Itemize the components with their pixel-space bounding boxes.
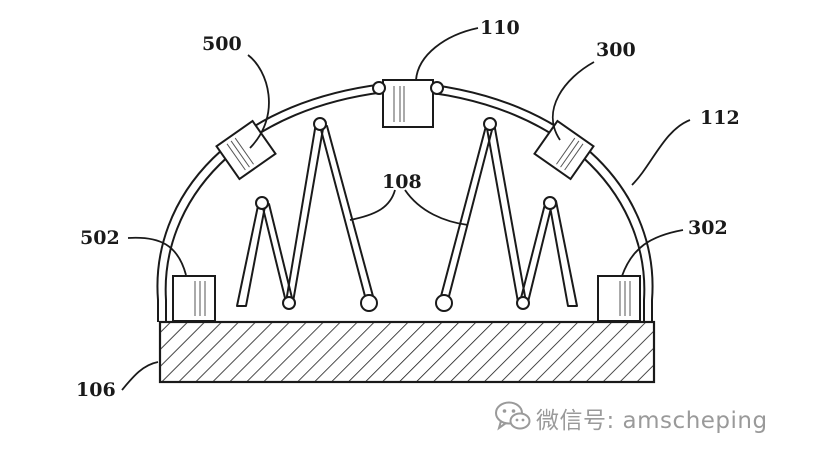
right-angled-block [533,119,595,181]
watermark-text: 微信号: amscheping [536,408,768,434]
top-sensor-block [372,79,444,128]
wechat-icon [495,401,531,431]
leader-lines [121,27,691,391]
label-302: 302 [688,217,728,239]
label-502: 502 [80,227,120,249]
label-106: 106 [76,379,116,401]
bottom-right-block [597,275,641,322]
label-112: 112 [700,107,740,129]
bottom-left-block [172,275,216,322]
label-108: 108 [382,171,422,193]
zigzag-joints [255,117,557,312]
label-500: 500 [202,33,242,55]
label-300: 300 [596,39,636,61]
base-substrate [158,320,656,384]
label-110: 110 [480,17,520,39]
